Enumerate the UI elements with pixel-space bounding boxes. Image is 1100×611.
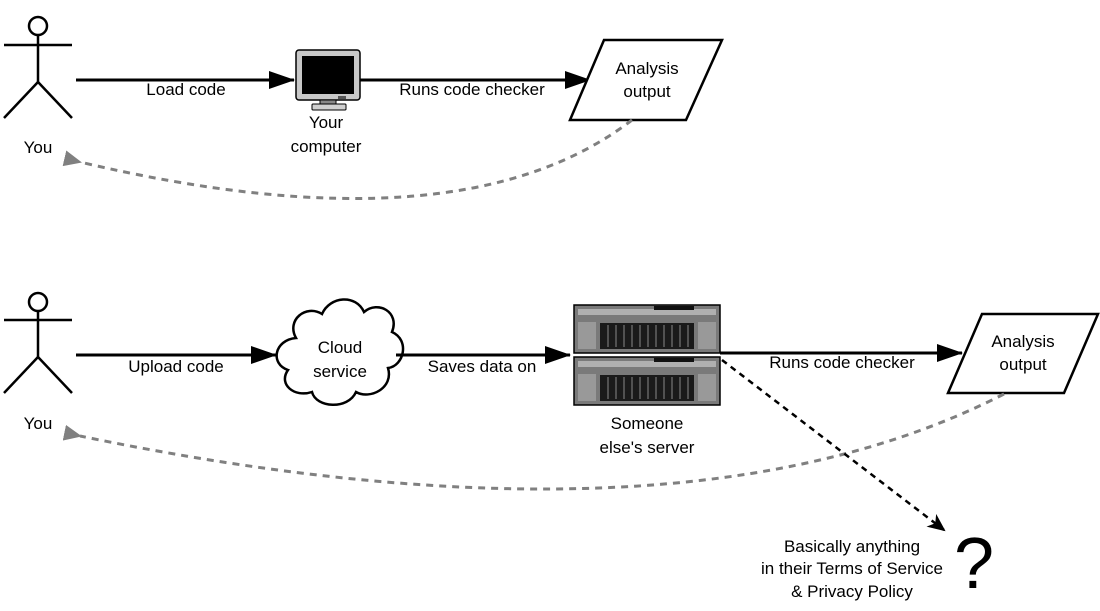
local-actor-label: You [24, 138, 53, 157]
server-unit-top [573, 304, 721, 354]
local-output-box [568, 38, 724, 122]
edge-to-unknown [721, 359, 946, 532]
server-label-line1: Someone [611, 414, 684, 433]
computer-label-line1: Your [309, 113, 344, 132]
computer-label-line2: computer [291, 137, 362, 156]
server-unit-bottom [573, 356, 721, 406]
edge-upload-code-label: Upload code [128, 357, 223, 376]
unknown-text-line3: & Privacy Policy [791, 582, 913, 601]
cloud-label-line2: service [313, 362, 367, 381]
edge-runs-checker-local-label: Runs code checker [399, 80, 545, 99]
cloud-label-line1: Cloud [318, 338, 362, 357]
cloud-actor-figure [3, 291, 73, 394]
edge-load-code-label: Load code [146, 80, 225, 99]
server-icon [573, 304, 721, 406]
cloud-return-arrow [62, 392, 1005, 491]
edge-saves-data-label: Saves data on [428, 357, 537, 376]
local-output-line2: output [623, 82, 671, 101]
cloud-icon [275, 298, 405, 406]
cloud-output-line1: Analysis [991, 332, 1054, 351]
question-mark-icon: ? [954, 524, 994, 604]
cloud-flow: You Upload code Cloud service Saves data… [3, 291, 1100, 604]
local-flow: You Load code Your computer Runs code ch… [3, 15, 724, 200]
server-label-line2: else's server [600, 438, 695, 457]
local-return-arrow [62, 118, 633, 200]
local-actor-figure [3, 15, 73, 119]
unknown-text-line1: Basically anything [784, 537, 920, 556]
unknown-text-line2: in their Terms of Service [761, 559, 943, 578]
cloud-output-box [946, 312, 1100, 395]
cloud-output-line2: output [999, 355, 1047, 374]
edge-runs-checker-cloud-label: Runs code checker [769, 353, 915, 372]
computer-icon [295, 49, 361, 111]
local-output-line1: Analysis [615, 59, 678, 78]
cloud-actor-label: You [24, 414, 53, 433]
